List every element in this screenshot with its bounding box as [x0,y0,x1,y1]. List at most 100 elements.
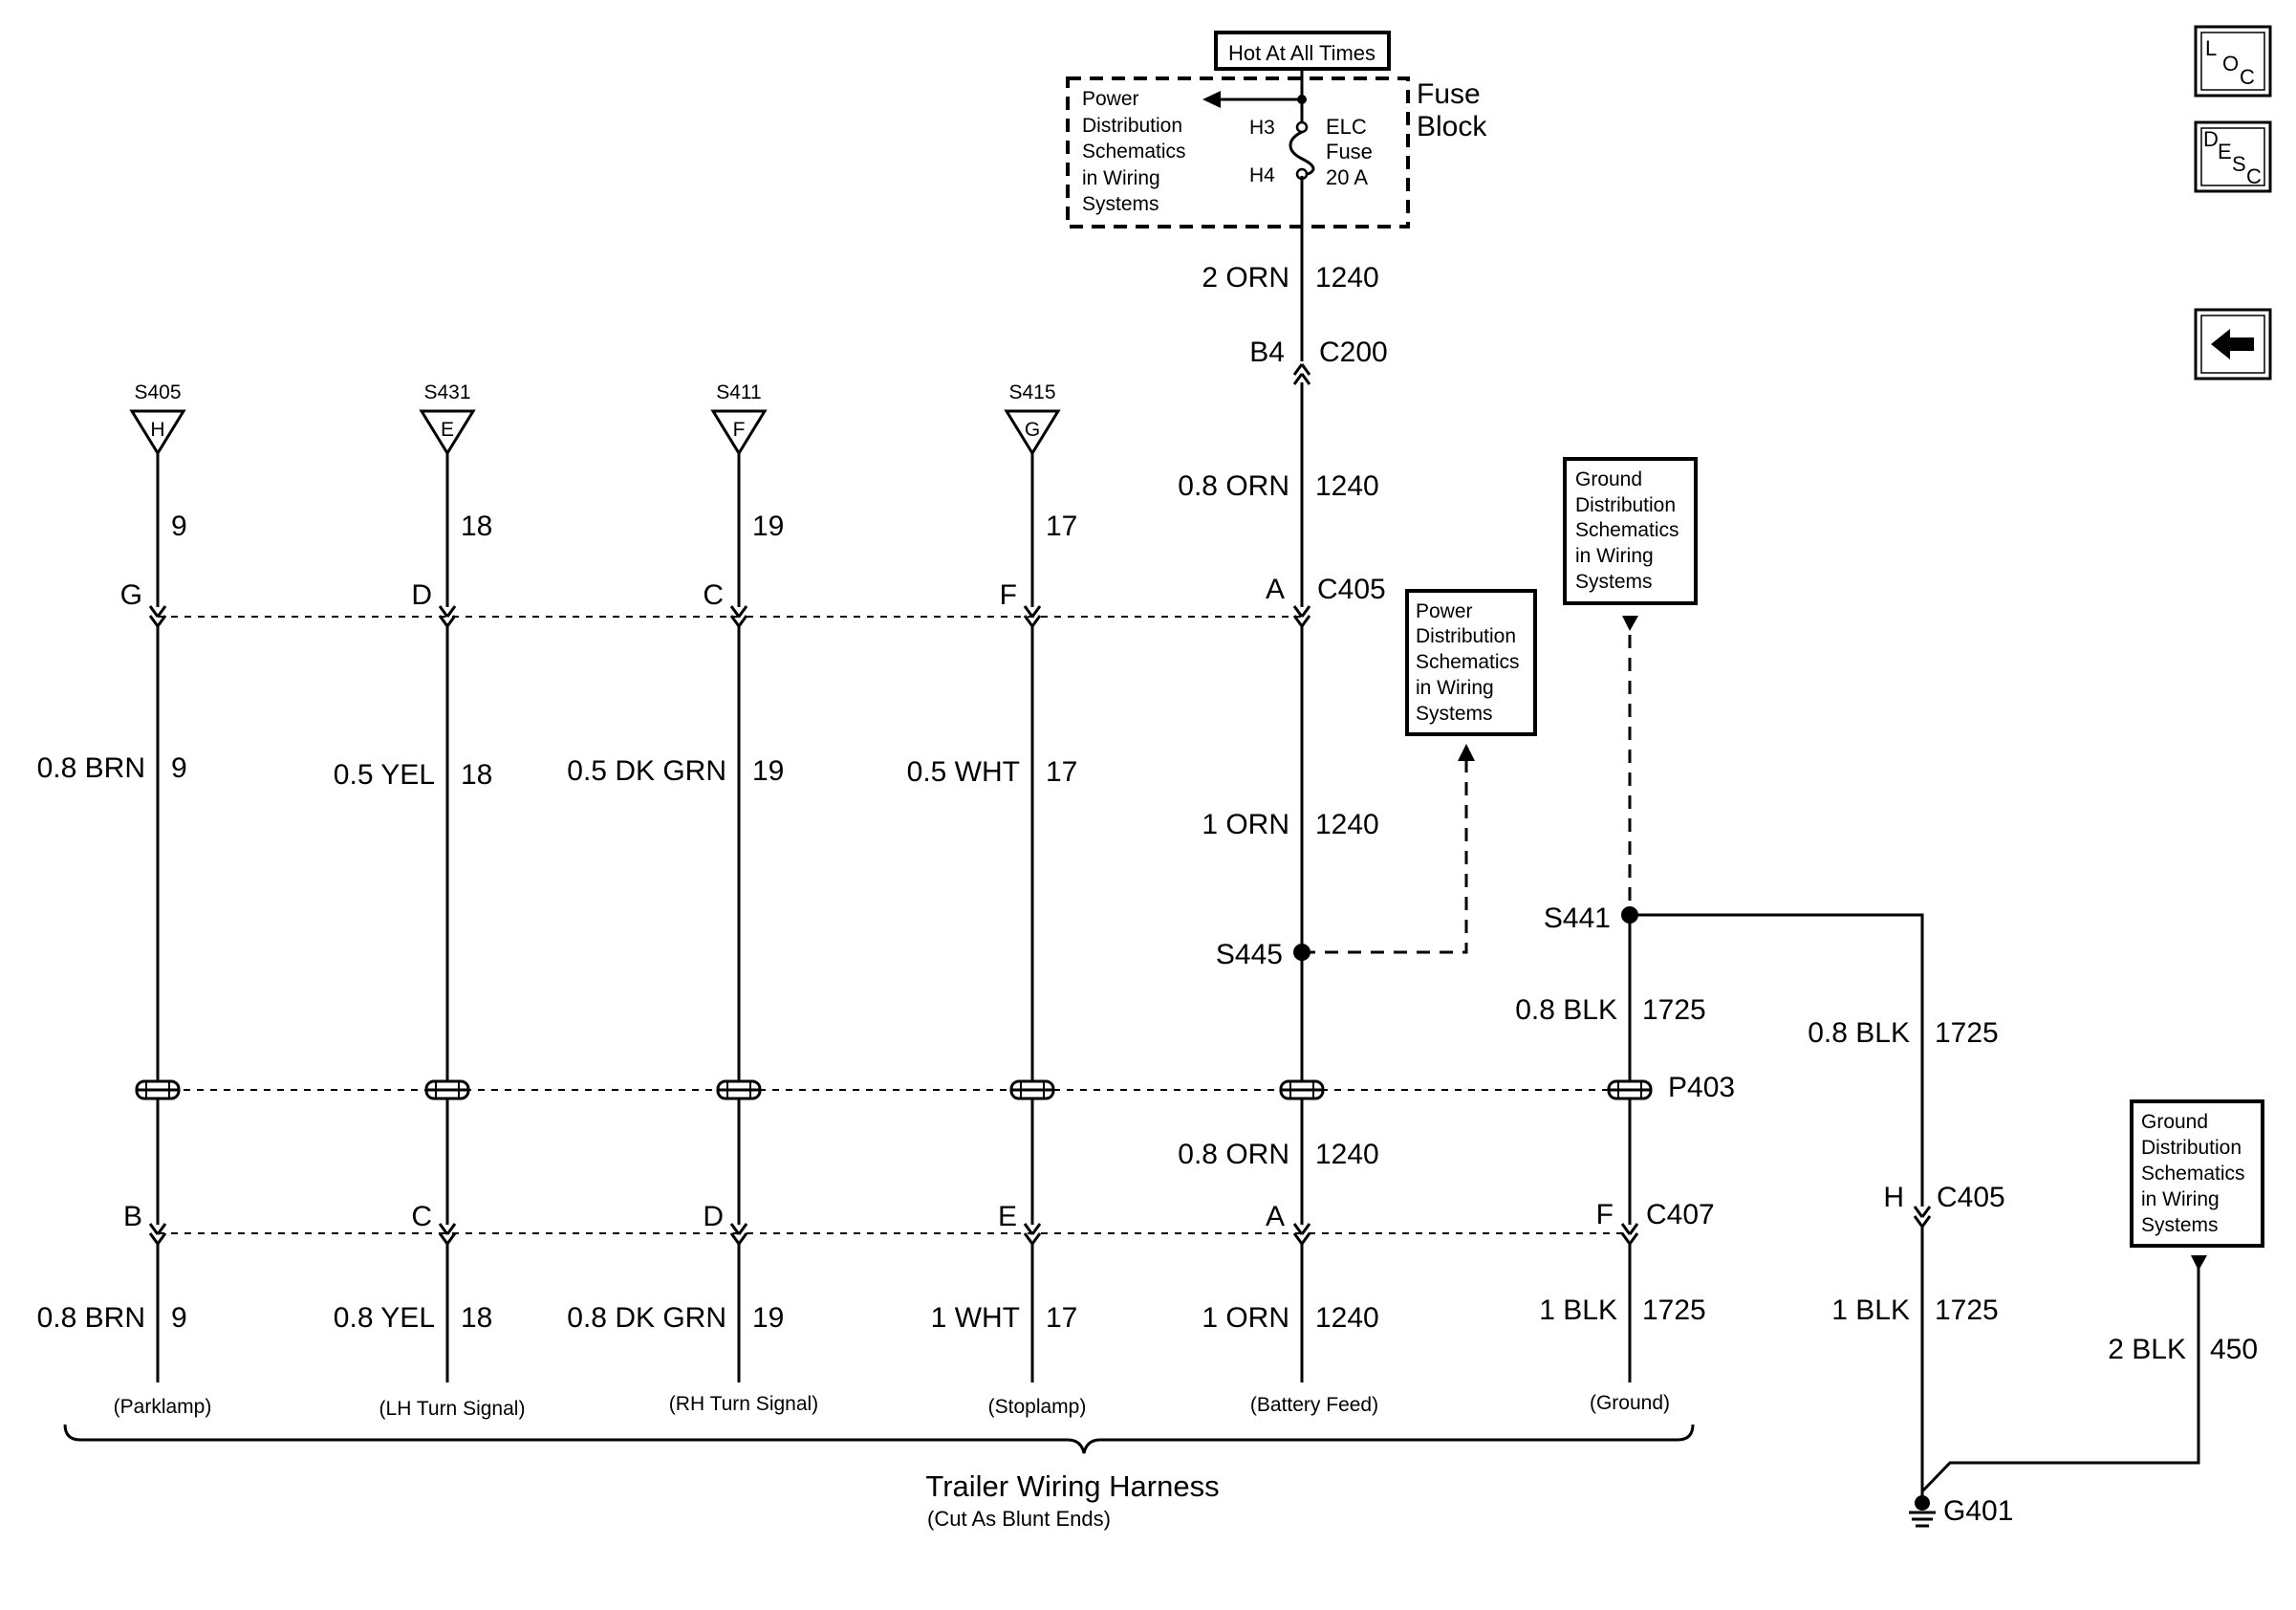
svg-text:Distribution: Distribution [1416,625,1516,647]
svg-text:Power: Power [1082,88,1139,110]
svg-text:in Wiring: in Wiring [2141,1188,2220,1210]
svg-text:C: C [2246,164,2262,188]
s445-power-ref-link [1302,755,1468,954]
svg-text:in Wiring: in Wiring [1416,677,1494,699]
arrow-down-icon [1622,616,1638,631]
svg-text:E: E [2218,140,2232,163]
feed-wire-1-circuit: 1240 [1315,262,1379,294]
splice-letter: G [1025,419,1040,441]
ground-distribution-ref-bottom[interactable]: Ground Distribution Schematics in Wiring… [2130,1099,2264,1248]
back-button[interactable] [2194,308,2272,381]
circuit-number: 19 [752,511,784,542]
svg-text:in Wiring: in Wiring [1082,167,1160,189]
feed-wire-5-color: 1 ORN [1202,1302,1289,1334]
p403-connector-icon [1009,1079,1055,1100]
feed-wire-4-circuit: 1240 [1315,1139,1379,1170]
ground-run-wire-2-color: 1 BLK [1831,1295,1910,1326]
ground-wire-1-color: 0.8 BLK [1515,994,1617,1026]
feed-wire-1-color: 2 ORN [1202,262,1289,294]
svg-text:Schematics: Schematics [1416,651,1520,673]
ground-run-wire-1-circuit: 1725 [1935,1017,1999,1049]
splice-label: S431 [423,381,470,403]
c405-pin: D [411,579,432,611]
circuit-number: 18 [461,511,492,542]
c407-pin: C [411,1201,432,1232]
feed-wire-3-circuit: 1240 [1315,809,1379,840]
svg-text:Systems: Systems [2141,1214,2219,1236]
c200-label: C200 [1319,337,1388,368]
svg-text:D: D [2203,127,2219,151]
fuse-pin-h3: H3 [1249,117,1275,139]
c405-label: C405 [1317,574,1386,605]
fuse-block-outline [1066,76,1410,228]
wire-circuit: 9 [171,752,187,784]
wire-color: 0.8 YEL [334,1302,435,1334]
ground-run-wire-1-color: 0.8 BLK [1808,1017,1910,1049]
desc-button[interactable]: D E S C [2194,120,2272,193]
circuit-number: 17 [1046,511,1077,542]
wire-color: 0.8 DK GRN [567,1302,726,1334]
wire-color: 0.8 BRN [37,752,145,784]
svg-text:Distribution: Distribution [1575,494,1676,516]
ground-run-c405-label: C405 [1937,1182,2005,1213]
hot-at-all-times-label: Hot At All Times [1228,41,1375,65]
svg-text:Schematics: Schematics [1575,519,1679,541]
svg-text:Distribution: Distribution [2141,1137,2242,1159]
splice-triangle-icon [1004,409,1061,456]
wire-color: 1 WHT [931,1302,1020,1334]
svg-text:Schematics: Schematics [2141,1163,2245,1185]
svg-text:Distribution: Distribution [1082,115,1182,137]
svg-text:Systems: Systems [1575,571,1653,593]
ground-run-c405-pin: H [1883,1182,1904,1213]
fuse-name-line2: Fuse [1326,140,1373,163]
p403-connector-icon [716,1079,762,1100]
wire-color: 0.5 DK GRN [567,755,726,787]
c407-pin: B [123,1201,142,1232]
harness-subtitle: (Cut As Blunt Ends) [927,1507,1111,1531]
loc-button[interactable]: L O C [2194,25,2272,98]
svg-text:L: L [2205,36,2217,60]
splice-letter: E [441,419,454,441]
svg-text:S: S [2232,152,2246,176]
splice-triangle-icon [419,409,476,456]
c405-pin: F [1000,579,1017,611]
wire-color: 0.5 YEL [334,759,435,791]
svg-text:Power: Power [1416,600,1473,622]
splice-triangle-icon [129,409,186,456]
ground-wire-2-color: 1 BLK [1539,1295,1617,1326]
svg-text:Systems: Systems [1082,193,1159,215]
feed-wire-2-circuit: 1240 [1315,470,1379,502]
wire-circuit: 19 [752,1302,784,1334]
splice-label: S405 [134,381,181,403]
splice-label: S411 [716,381,762,403]
g401-wire-circuit: 450 [2210,1334,2258,1365]
svg-text:Ground: Ground [2141,1111,2208,1133]
splice-letter: H [150,419,164,441]
ground-distribution-ref-top[interactable]: Ground Distribution Schematics in Wiring… [1563,457,1698,605]
fuse-block-title-line2: Block [1417,111,1487,142]
arrow-up-icon [1458,744,1475,761]
wire-color: 0.8 BRN [37,1302,145,1334]
c407-pin-a: A [1266,1201,1285,1232]
power-distribution-ref-box[interactable]: Power Distribution Schematics in Wiring … [1405,589,1537,736]
wire-color: 0.5 WHT [907,756,1020,788]
svg-text:in Wiring: in Wiring [1575,545,1654,567]
fuse-name-line1: ELC [1326,115,1367,139]
c407-connector-icon [1023,1222,1042,1246]
wire-circuit: 18 [461,759,492,791]
battery-feed-label: (Battery Feed) [1250,1394,1378,1416]
g401-ground-run: 0.8 BLK 1725 H C405 1 BLK 1725 2 BLK 450… [1630,913,2264,1528]
power-distribution-ref-fuse[interactable]: Power Distribution Schematics in Wiring … [1082,88,1186,215]
p403-connector-icon [424,1079,470,1100]
g401-label: G401 [1943,1495,2013,1527]
g401-wire-color: 2 BLK [2108,1334,2186,1365]
svg-text:Systems: Systems [1416,703,1493,725]
feed-wire-5-circuit: 1240 [1315,1302,1379,1334]
p403-label: P403 [1668,1072,1735,1103]
function-label: (Stoplamp) [988,1396,1087,1418]
ground-function-label: (Ground) [1590,1392,1670,1414]
ground-symbol-icon [1909,1495,1936,1528]
c200-pin: B4 [1249,337,1285,368]
